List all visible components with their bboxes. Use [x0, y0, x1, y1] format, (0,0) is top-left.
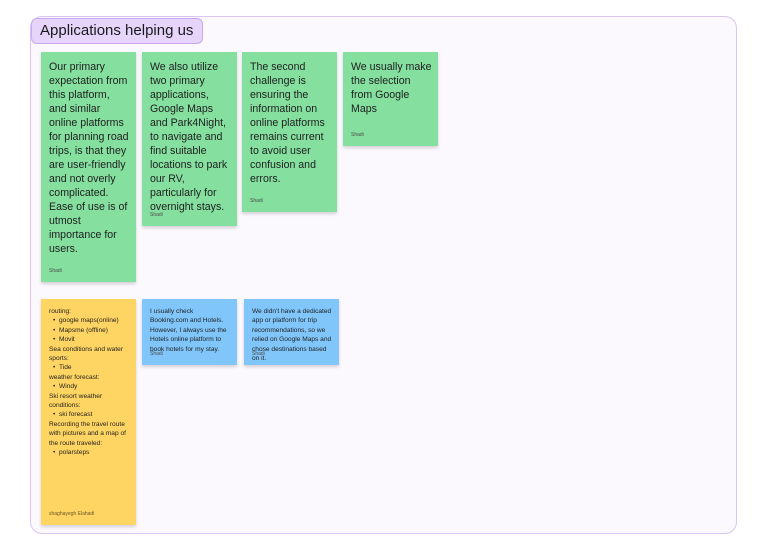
sticky-note-author: Shadi — [49, 268, 62, 274]
bullet-item: google maps(online) — [53, 316, 130, 326]
sticky-note-text: We didn't have a dedicated app or platfo… — [252, 308, 332, 363]
list-heading: Ski resort weather conditions: — [49, 392, 103, 410]
bullet-list: polarsteps — [49, 448, 130, 458]
sticky-note-text: I usually check Booking.com and Hotels. … — [150, 308, 227, 353]
list-heading: routing: — [49, 308, 71, 315]
sticky-note-author: Shadi — [150, 212, 163, 218]
sticky-note-primary-applications[interactable]: We also utilize two primary applications… — [142, 52, 237, 226]
bullet-item: Movit — [53, 335, 130, 345]
sticky-note-booking-hotels[interactable]: I usually check Booking.com and Hotels. … — [142, 299, 237, 365]
bullet-item: polarsteps — [53, 448, 130, 458]
bullet-list: Tide — [49, 363, 130, 373]
sticky-note-text: The second challenge is ensuring the inf… — [250, 61, 325, 185]
sticky-note-text: Our primary expectation from this platfo… — [49, 61, 129, 255]
section-title[interactable]: Applications helping us — [31, 18, 204, 44]
sticky-note-author: Shadi — [250, 198, 263, 204]
sticky-note-text: routing:google maps(online)Mapsme (offli… — [49, 307, 130, 458]
bullet-item: ski forecast — [53, 410, 130, 420]
sticky-note-trip-recommendations[interactable]: We didn't have a dedicated app or platfo… — [244, 299, 339, 365]
list-heading: Recording the travel route with pictures… — [49, 420, 126, 447]
sticky-note-second-challenge[interactable]: The second challenge is ensuring the inf… — [242, 52, 337, 212]
bullet-list: ski forecast — [49, 410, 130, 420]
bullet-item: Windy — [53, 382, 130, 392]
sticky-note-author: Shadi — [351, 132, 364, 138]
list-heading: weather forecast: — [49, 373, 100, 381]
bullet-item: Tide — [53, 363, 130, 373]
bullet-list: Windy — [49, 382, 130, 392]
bullet-item: Mapsme (offline) — [53, 326, 130, 336]
sticky-note-text: We also utilize two primary applications… — [150, 61, 228, 213]
list-heading: Sea conditions and water sports: — [49, 345, 124, 363]
sticky-note-author: shaghayegh Elahadi — [49, 511, 95, 517]
sticky-note-author: Shadi — [252, 351, 265, 357]
sticky-note-author: Shadi — [150, 351, 163, 357]
sticky-note-primary-expectation[interactable]: Our primary expectation from this platfo… — [41, 52, 136, 282]
bullet-list: google maps(online)Mapsme (offline)Movit — [49, 316, 130, 345]
sticky-note-app-list[interactable]: routing:google maps(online)Mapsme (offli… — [41, 299, 136, 525]
sticky-note-google-maps-selection[interactable]: We usually make the selection from Googl… — [343, 52, 438, 146]
sticky-note-text: We usually make the selection from Googl… — [351, 61, 432, 115]
